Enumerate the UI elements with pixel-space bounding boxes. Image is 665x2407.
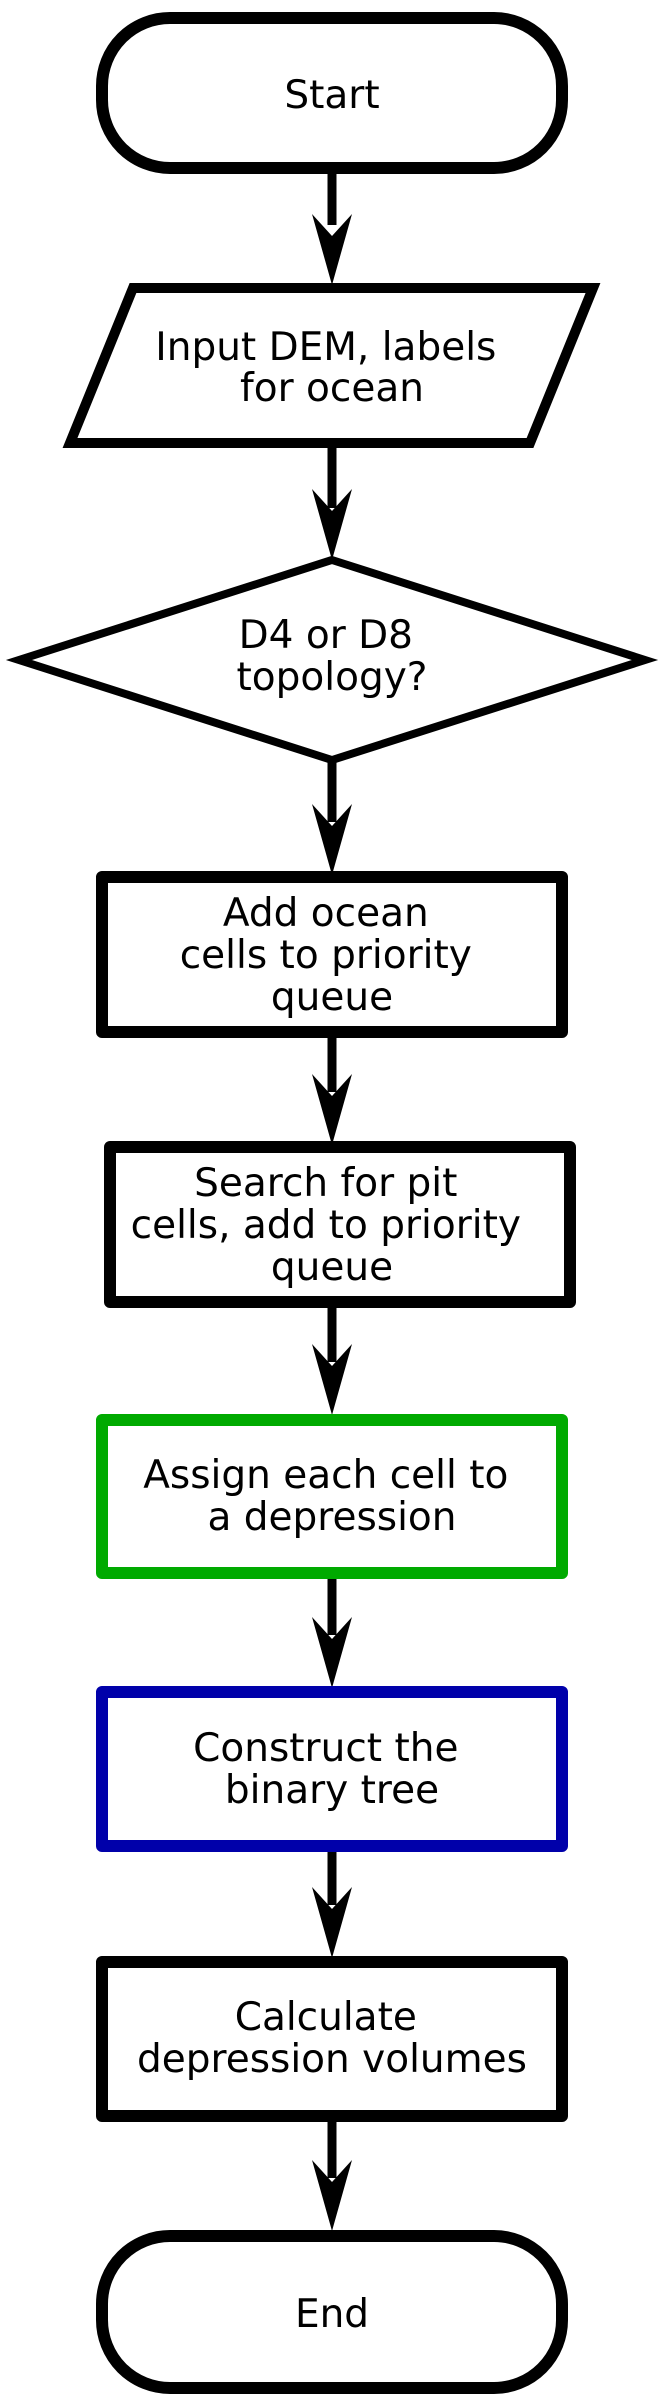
node-calc-volumes: Calculate depression volumes: [96, 1956, 568, 2122]
arrowhead-topology: [312, 489, 352, 560]
node-assign-depression: Assign each cell to a depression: [96, 1414, 568, 1579]
topology-diamond-shape: [5, 555, 659, 765]
node-add-ocean: Add ocean cells to priority queue: [96, 871, 568, 1038]
construct-tree-process-shape: [96, 1686, 568, 1852]
calc-volumes-label: Calculate depression volumes: [137, 1995, 527, 2082]
end-label: End: [295, 2292, 369, 2337]
start-terminator-shape: [96, 12, 568, 174]
topology-label: D4 or D8 topology?: [236, 613, 427, 700]
construct-tree-label: Construct the binary tree: [193, 1726, 471, 1813]
input-dem-label: Input DEM, labels for ocean: [155, 325, 509, 411]
node-topology-decision: D4 or D8 topology?: [5, 555, 659, 765]
node-start: Start: [96, 12, 568, 174]
arrowhead-add-ocean: [312, 804, 352, 875]
node-input-dem: Input DEM, labels for ocean: [62, 283, 601, 448]
node-end: End: [96, 2230, 568, 2394]
add-ocean-process-shape: [96, 871, 568, 1038]
add-ocean-label: Add ocean cells to priority queue: [180, 891, 485, 1020]
arrowheads: [312, 214, 352, 2231]
calc-volumes-process-shape: [96, 1956, 568, 2122]
arrowhead-search-pit: [312, 1074, 352, 1145]
arrowhead-assign: [312, 1344, 352, 1415]
end-terminator-shape: [96, 2230, 568, 2394]
arrowhead-end: [312, 2160, 352, 2231]
arrowhead-construct: [312, 1617, 352, 1688]
arrowhead-input: [312, 214, 352, 285]
node-construct-tree: Construct the binary tree: [96, 1686, 568, 1852]
search-pit-label: Search for pit cells, add to priority qu…: [131, 1161, 534, 1290]
search-pit-process-shape: [104, 1141, 576, 1308]
assign-depression-label: Assign each cell to a depression: [143, 1453, 521, 1540]
assign-depression-process-shape: [96, 1414, 568, 1579]
input-parallelogram-shape: [62, 283, 601, 448]
node-search-pit: Search for pit cells, add to priority qu…: [104, 1141, 576, 1308]
start-label: Start: [284, 73, 379, 118]
arrowhead-calc: [312, 1887, 352, 1958]
